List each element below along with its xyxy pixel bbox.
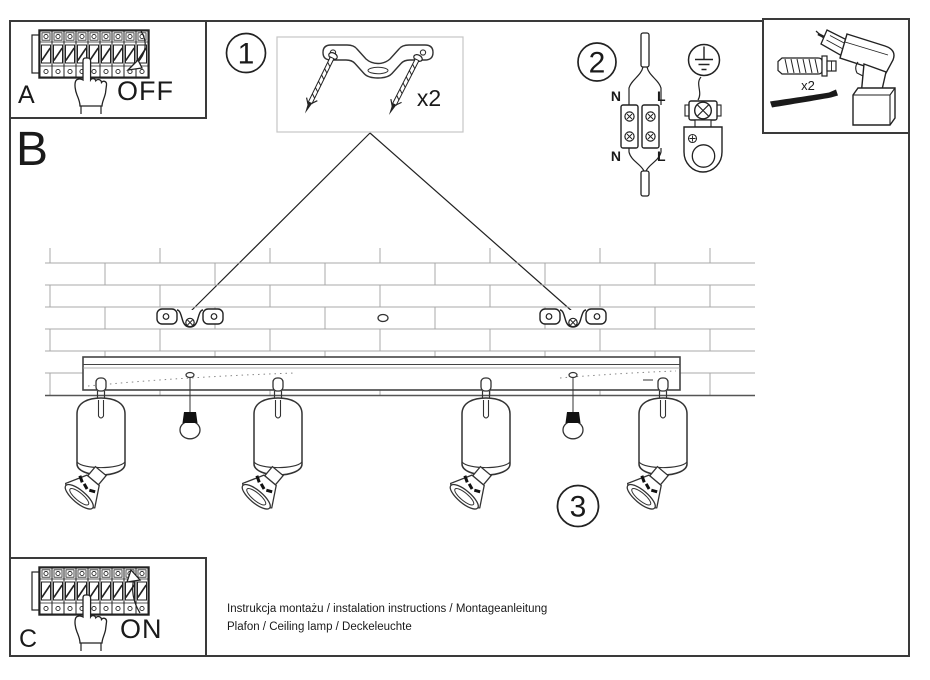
arrow-down-icon [126,30,146,71]
fixing-bulb-icon [562,378,584,440]
step1-number: 1 [238,38,255,71]
panel-c-label: C [19,625,37,653]
panel-a-label: A [18,81,35,109]
mounting-rail [82,356,681,391]
wire-label-n-top: N [611,88,621,104]
panel-c-action: ON [120,614,163,644]
ground-symbol-icon [687,43,721,77]
step3-circle [556,484,600,528]
spotlight-icon [59,376,127,516]
tools-box [762,18,910,134]
terminal-block-icon [620,32,662,197]
step1-circle [225,32,267,74]
rail-hole [185,371,195,379]
step2-number: 2 [589,47,606,80]
cable-hole [377,313,389,323]
panel-power-on [9,557,207,657]
panel-a-action: OFF [117,76,174,106]
ground-terminal-icon [683,76,723,173]
footer-title-line2: Plafon / Ceiling lamp / Deckeleuchte [227,621,412,633]
step3-number: 3 [570,491,587,524]
spotlight-icon [444,376,512,516]
kit-pointer-lines [189,132,574,313]
wire-label-n-bottom: N [611,148,621,164]
wall-bracket-icon [156,308,224,328]
rail-hole [568,371,578,379]
spotlight-icon [236,376,304,516]
panel-power-off [9,20,207,119]
wire-label-l-top: L [657,88,666,104]
wire-label-l-bottom: L [657,148,666,164]
section-b-label: B [16,123,48,176]
mounting-bracket-icon [322,44,434,79]
drill-icon [815,29,896,126]
footer-title-line1: Instrukcja montażu / instalation instruc… [227,603,547,615]
wall-plug-icon [777,55,837,77]
step1-mounting-kit [189,32,574,313]
fixing-bulb-icon [179,378,201,440]
arrow-up-icon [126,568,142,614]
step2-circle [577,42,617,82]
step1-quantity: x2 [417,85,441,111]
spotlight-icon [621,376,689,516]
mounting-screw-icon [770,89,838,108]
outer-border [9,20,910,657]
wall-bracket-icon [539,308,607,328]
step2-wiring [577,32,723,197]
tools-quantity: x2 [801,78,815,93]
